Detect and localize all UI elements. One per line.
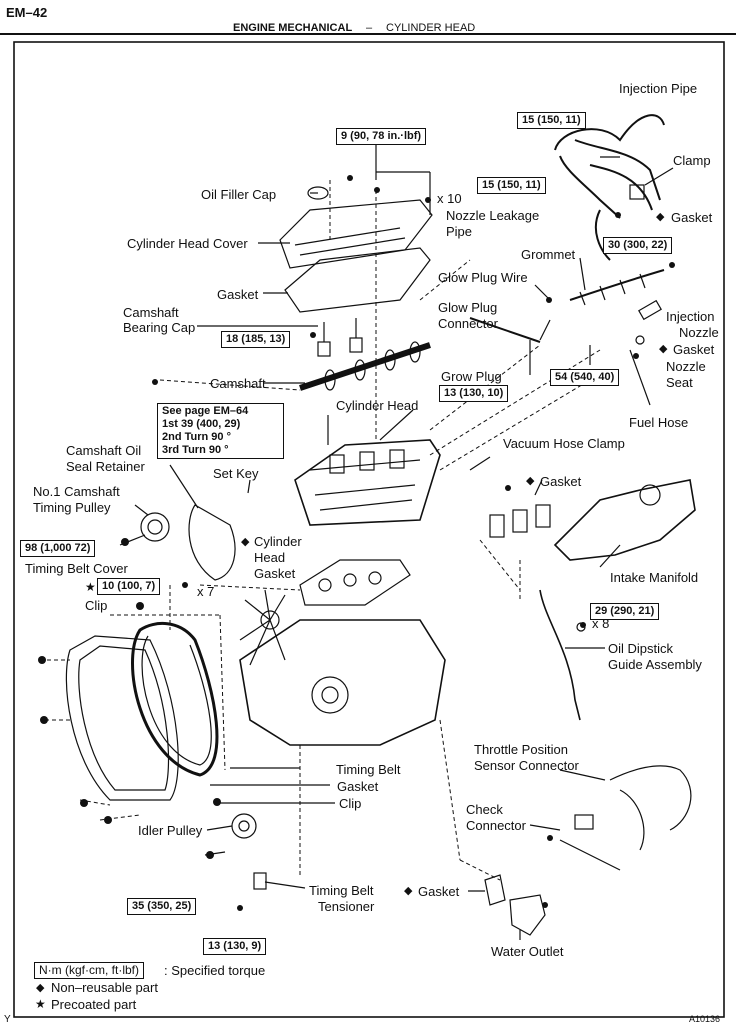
header-dash: – (366, 22, 373, 34)
torque-retainer: 10 (100, 7) (97, 578, 161, 595)
torque-glow-plug: 13 (130, 10) (439, 385, 509, 402)
star-icon: ★ (35, 997, 46, 1011)
diamond-icon: ◆ (659, 343, 668, 355)
torque-intake: 29 (290, 21) (590, 603, 660, 620)
label-clip-lower: Clip (339, 796, 362, 811)
label-idler-pulley: Idler Pulley (138, 823, 203, 838)
see-page-step3: 3rd Turn 90 ° (162, 444, 229, 456)
corner-letter: Y (4, 1014, 11, 1025)
label-check-connector-1: Check (466, 802, 503, 817)
legend-precoated: Precoated part (51, 997, 137, 1012)
label-cylinder-head-cover: Cylinder Head Cover (127, 236, 248, 251)
label-camshaft-bearing-cap-2: Bearing Cap (123, 320, 196, 335)
torque-idler: 35 (350, 25) (127, 898, 197, 915)
torque-nozzle: 54 (540, 40) (550, 369, 620, 386)
label-check-connector-2: Connector (466, 818, 526, 833)
diamond-icon: ◆ (656, 211, 665, 223)
label-nozzle-leakage-2: Pipe (446, 224, 473, 239)
section-title: ENGINE MECHANICAL (233, 22, 353, 34)
subsection-title: CYLINDER HEAD (386, 22, 476, 34)
label-gasket-belt: Gasket (337, 779, 379, 794)
label-oil-filler-cap: Oil Filler Cap (201, 187, 277, 202)
see-page-ref: See page EM–64 (162, 405, 249, 417)
label-throttle-position-2: Sensor Connector (474, 758, 579, 773)
label-gasket-intake: Gasket (540, 474, 582, 489)
label-oil-dipstick-1: Oil Dipstick (608, 641, 674, 656)
legend-unit-box: N·m (kgf·cm, ft·lbf) (34, 962, 144, 979)
label-timing-belt-tensioner-2: Tensioner (318, 899, 375, 914)
label-timing-belt: Timing Belt (336, 762, 401, 777)
label-intake-manifold: Intake Manifold (610, 570, 699, 585)
label-cylinder-head: Cylinder Head (336, 398, 419, 413)
see-page-step1: 1st 39 (400, 29) (162, 418, 241, 430)
diamond-icon: ◆ (241, 536, 250, 548)
label-grommet: Grommet (521, 247, 576, 262)
legend-unit-text: : Specified torque (164, 963, 266, 978)
label-gasket-clamp: Gasket (671, 210, 713, 225)
label-water-outlet: Water Outlet (491, 944, 564, 959)
label-nozzle-seat-1: Nozzle (666, 359, 706, 374)
see-page-box: See page EM–64 1st 39 (400, 29) 2nd Turn… (157, 403, 284, 459)
label-x10: x 10 (437, 191, 462, 206)
label-gasket-nozzle: Gasket (673, 342, 715, 357)
label-oil-dipstick-2: Guide Assembly (608, 657, 702, 672)
label-gasket-water: Gasket (418, 884, 460, 899)
label-clamp: Clamp (673, 153, 711, 168)
label-throttle-position-1: Throttle Position (474, 742, 568, 757)
label-cylinder-head-gasket-2: Head (254, 550, 286, 565)
torque-tensioner: 13 (130, 9) (203, 938, 267, 955)
torque-pulley: 98 (1,000 72) (20, 540, 96, 557)
label-glow-plug-connector-2: Connector (438, 316, 498, 331)
torque-injection-pipe: 15 (150, 11) (517, 112, 586, 129)
label-nozzle-seat-2: Seat (666, 375, 693, 390)
label-injection-nozzle-1: Injection (666, 309, 715, 324)
label-glow-plug-wire: Glow Plug Wire (438, 270, 528, 285)
label-x7: x 7 (197, 584, 215, 599)
page-code: EM–42 (6, 5, 48, 20)
label-gasket-cover: Gasket (217, 287, 259, 302)
label-x8: x 8 (592, 616, 610, 631)
label-timing-belt-cover: Timing Belt Cover (25, 561, 128, 576)
label-nozzle-leakage-1: Nozzle Leakage (446, 208, 540, 223)
label-camshaft: Camshaft (210, 376, 266, 391)
diamond-icon: ◆ (36, 982, 45, 994)
label-vacuum-hose-clamp: Vacuum Hose Clamp (503, 436, 625, 451)
torque-cover-bolts: 9 (90, 78 in.·lbf) (336, 128, 427, 145)
label-fuel-hose: Fuel Hose (629, 415, 689, 430)
label-glow-plug-connector-1: Glow Plug (438, 300, 498, 315)
torque-bearing-cap: 18 (185, 13) (221, 331, 291, 348)
star-icon: ★ (85, 580, 96, 594)
label-grow-plug: Grow Plug (441, 369, 502, 384)
label-cylinder-head-gasket-1: Cylinder (254, 534, 302, 549)
label-camshaft-oil-seal-2: Seal Retainer (66, 459, 145, 474)
label-cylinder-head-gasket-3: Gasket (254, 566, 296, 581)
diamond-icon: ◆ (404, 885, 413, 897)
label-clip-upper: Clip (85, 598, 108, 613)
label-no1-camshaft-pulley-1: No.1 Camshaft (33, 484, 120, 499)
label-no1-camshaft-pulley-2: Timing Pulley (33, 500, 111, 515)
legend-non-reusable: Non–reusable part (51, 980, 158, 995)
figure-code: A10136 (689, 1014, 721, 1024)
label-camshaft-oil-seal-1: Camshaft Oil (66, 443, 142, 458)
diamond-icon: ◆ (526, 475, 535, 487)
label-set-key: Set Key (213, 466, 259, 481)
label-timing-belt-tensioner-1: Timing Belt (309, 883, 374, 898)
label-injection-nozzle-2: Nozzle (679, 325, 719, 340)
torque-leakage-pipe: 30 (300, 22) (603, 237, 673, 254)
torque-clamp: 15 (150, 11) (477, 177, 546, 194)
label-injection-pipe: Injection Pipe (619, 81, 698, 96)
label-camshaft-bearing-cap-1: Camshaft (123, 305, 179, 320)
see-page-step2: 2nd Turn 90 ° (162, 431, 231, 443)
